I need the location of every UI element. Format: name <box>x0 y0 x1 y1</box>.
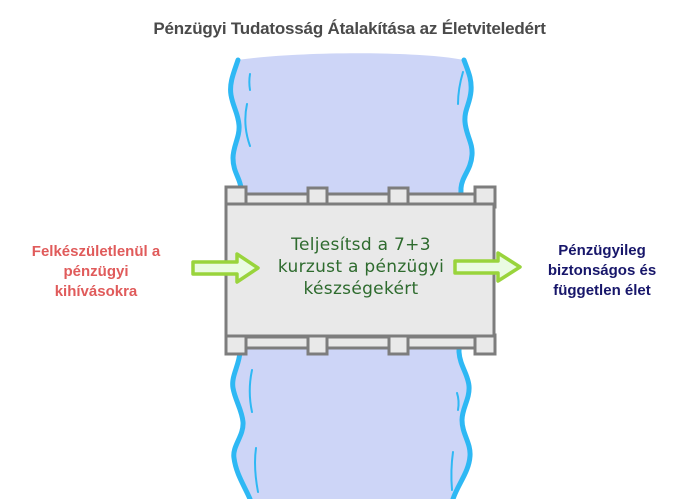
left-label-line-3: kihívásokra <box>54 283 138 300</box>
left-label-line-2: pénzügyi <box>63 263 129 280</box>
right-label: Pénzügyileg biztonságos és független éle… <box>512 241 692 301</box>
bridge-label-line-1: Teljesítsd a 7+3 <box>291 235 431 255</box>
bridge-label: Teljesítsd a 7+3 kurzust a pénzügyi kész… <box>251 234 471 300</box>
bridge-shape <box>224 185 497 356</box>
right-label-line-3: független élet <box>553 282 651 299</box>
bridge-label-line-3: készségekért <box>303 279 419 299</box>
right-arrow-icon <box>453 251 522 283</box>
left-label-line-1: Felkészületlenül a <box>31 243 161 260</box>
page-title: Pénzügyi Tudatosság Átalakítása az Életv… <box>153 19 546 38</box>
right-label-line-2: biztonságos és <box>547 262 657 279</box>
left-label: Felkészületlenül a pénzügyi kihívásokra <box>6 242 186 302</box>
bridge-deck <box>224 202 496 338</box>
left-arrow-icon <box>191 252 260 284</box>
water-accent-lines <box>244 71 464 493</box>
bridge-label-line-2: kurzust a pénzügyi <box>277 257 445 277</box>
right-label-line-1: Pénzügyileg <box>558 242 646 259</box>
